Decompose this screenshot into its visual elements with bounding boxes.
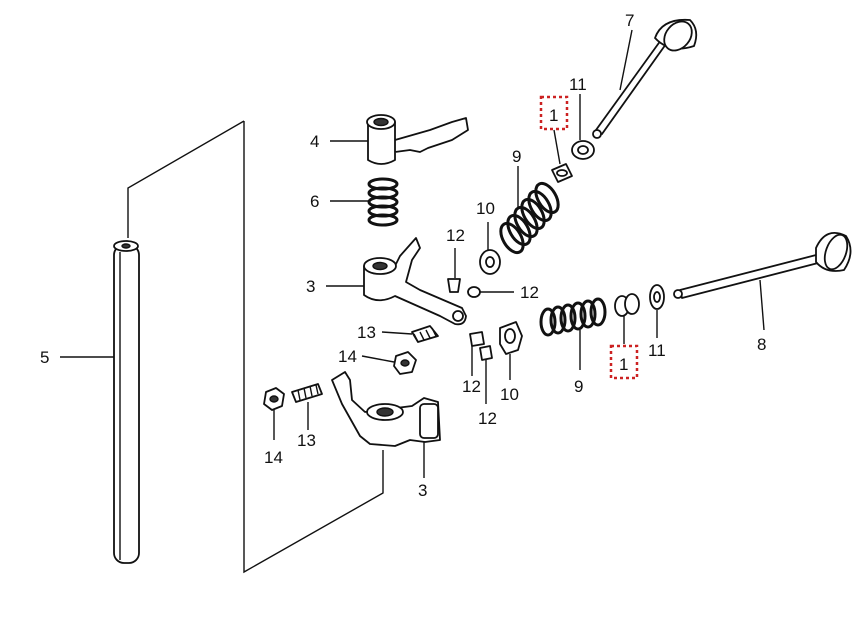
cotter-d[interactable] (479, 345, 493, 361)
rocker-arm-upper[interactable] (363, 237, 467, 326)
highlight-1b (609, 344, 639, 380)
callout-1a: 1 (549, 106, 558, 125)
adjuster-lower[interactable] (291, 383, 323, 403)
callout-5: 5 (40, 348, 49, 367)
callout-7: 7 (625, 11, 634, 30)
callout-13a: 13 (357, 323, 376, 342)
leader-13a (381, 331, 413, 335)
nut-lower[interactable] (263, 387, 285, 411)
assembly-outline (127, 120, 384, 574)
seat-upper[interactable] (571, 140, 595, 160)
leader-14a (361, 355, 395, 363)
spring-lower[interactable] (539, 297, 607, 337)
callout-3-lower: 3 (418, 481, 427, 500)
callout-1b: 1 (619, 355, 628, 374)
callout-9b: 9 (574, 377, 583, 396)
spring-upper[interactable] (496, 180, 563, 257)
retainer-upper[interactable] (479, 249, 501, 275)
cotter-a[interactable] (447, 278, 461, 293)
rocker-pivot[interactable] (366, 114, 469, 165)
callout-12c: 12 (462, 377, 481, 396)
leader-1a (553, 129, 561, 165)
callout-9a: 9 (512, 147, 521, 166)
seal-lower[interactable] (614, 293, 640, 317)
rocker-arm-lower[interactable] (331, 371, 441, 447)
highlight-1a (539, 95, 569, 131)
callout-3-upper: 3 (306, 277, 315, 296)
pushrod[interactable] (113, 240, 140, 564)
adjuster-upper[interactable] (411, 325, 439, 343)
leader-7 (619, 29, 633, 91)
callout-12d: 12 (478, 409, 497, 428)
callout-4: 4 (310, 132, 319, 151)
cotter-b[interactable] (467, 286, 481, 298)
callout-8: 8 (757, 335, 766, 354)
callout-11a: 11 (569, 75, 587, 94)
callout-13b: 13 (297, 431, 316, 450)
retainer-lower[interactable] (499, 321, 523, 355)
callout-14b: 14 (264, 448, 283, 467)
callout-10b: 10 (500, 385, 519, 404)
callout-6: 6 (310, 192, 319, 211)
nut-upper[interactable] (393, 351, 417, 375)
valve-upper[interactable] (592, 16, 698, 139)
callout-10a: 10 (476, 199, 495, 218)
callout-11b: 11 (648, 341, 666, 360)
leader-8 (759, 279, 765, 331)
seal-upper[interactable] (551, 163, 573, 183)
callout-12b: 12 (520, 283, 539, 302)
callout-14a: 14 (338, 347, 357, 366)
callout-12a: 12 (446, 226, 465, 245)
spring-small[interactable] (367, 177, 399, 227)
valve-lower[interactable] (673, 232, 852, 299)
seat-lower[interactable] (649, 284, 665, 310)
cotter-c[interactable] (469, 331, 485, 347)
